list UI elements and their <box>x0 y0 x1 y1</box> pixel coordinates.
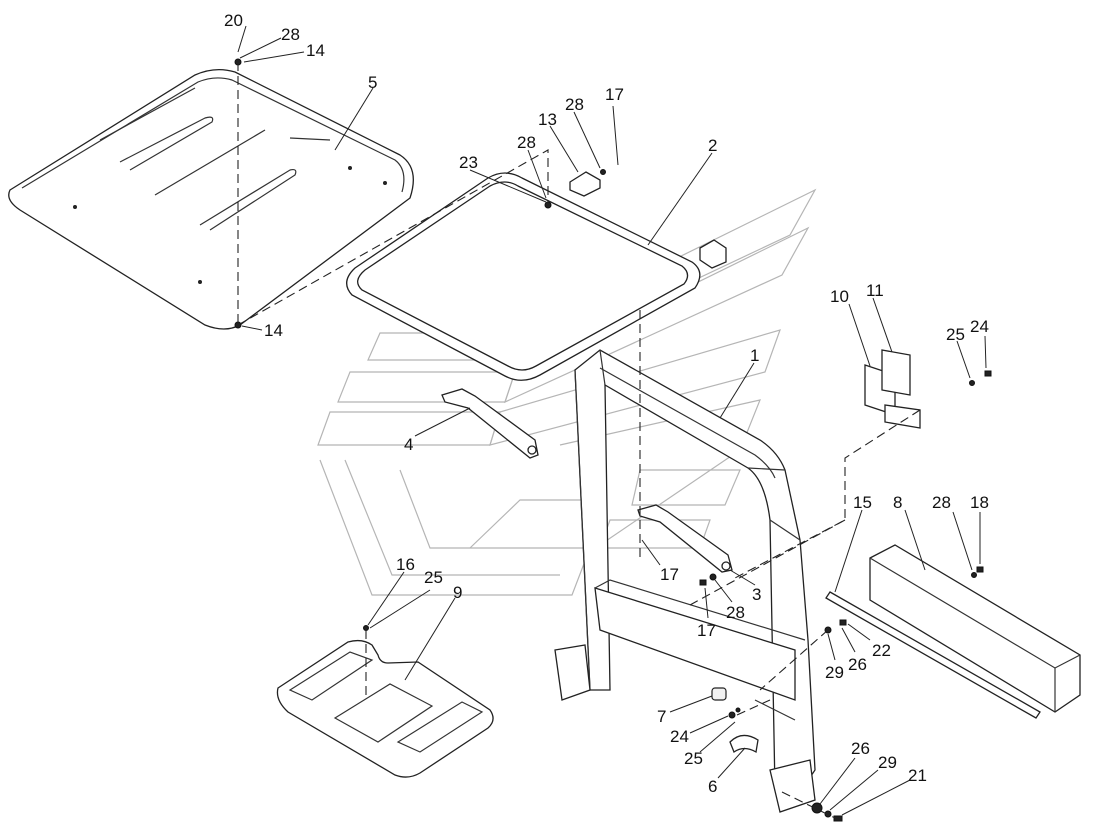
callout-17: 17 <box>697 621 716 640</box>
callout-28: 28 <box>565 95 584 114</box>
callout-20: 20 <box>224 11 243 30</box>
callout-23: 23 <box>459 153 478 172</box>
callout-9: 9 <box>453 583 462 602</box>
callout-28: 28 <box>517 133 536 152</box>
callout-17: 17 <box>660 565 679 584</box>
callout-21: 21 <box>908 766 927 785</box>
callout-8: 8 <box>893 493 902 512</box>
roof-panel <box>8 68 414 330</box>
assembly-lines <box>237 62 921 819</box>
callout-5: 5 <box>368 73 377 92</box>
callout-25: 25 <box>684 749 703 768</box>
main-frame <box>554 349 816 813</box>
floor-mat-9 <box>276 639 494 778</box>
rod-15 <box>825 591 1041 719</box>
hardware <box>234 58 992 822</box>
callout-6: 6 <box>708 777 717 796</box>
callout-13: 13 <box>538 110 557 129</box>
bracket-13 <box>569 171 727 269</box>
callout-14: 14 <box>264 321 283 340</box>
callout-28: 28 <box>726 603 745 622</box>
callout-17: 17 <box>605 85 624 104</box>
callout-28: 28 <box>932 493 951 512</box>
callout-11: 11 <box>866 281 884 300</box>
leader-lines <box>237 25 987 816</box>
clamp-6 <box>729 734 759 754</box>
callout-18: 18 <box>970 493 989 512</box>
strut-4 <box>441 388 539 459</box>
callout-2: 2 <box>708 136 717 155</box>
beam-8 <box>869 544 1081 713</box>
callout-24: 24 <box>670 727 689 746</box>
roof-frame <box>346 172 701 381</box>
callout-22: 22 <box>872 641 891 660</box>
strut-3 <box>637 504 733 573</box>
bushing-7 <box>711 687 727 701</box>
callout-7: 7 <box>657 707 666 726</box>
callout-26: 26 <box>848 655 867 674</box>
callout-3: 3 <box>752 585 761 604</box>
callout-24: 24 <box>970 317 989 336</box>
callout-26: 26 <box>851 739 870 758</box>
callout-29: 29 <box>878 753 897 772</box>
callout-15: 15 <box>853 493 872 512</box>
callout-10: 10 <box>830 287 849 306</box>
callout-29: 29 <box>825 663 844 682</box>
callout-14: 14 <box>306 41 325 60</box>
callout-16: 16 <box>396 555 415 574</box>
callout-labels: 20 28 14 5 14 23 28 13 28 17 2 1 10 11 2… <box>224 11 989 796</box>
callout-4: 4 <box>404 435 413 454</box>
callout-25: 25 <box>946 325 965 344</box>
cover-10-11 <box>864 349 921 429</box>
callout-28: 28 <box>281 25 300 44</box>
callout-1: 1 <box>750 346 759 365</box>
callout-25: 25 <box>424 568 443 587</box>
